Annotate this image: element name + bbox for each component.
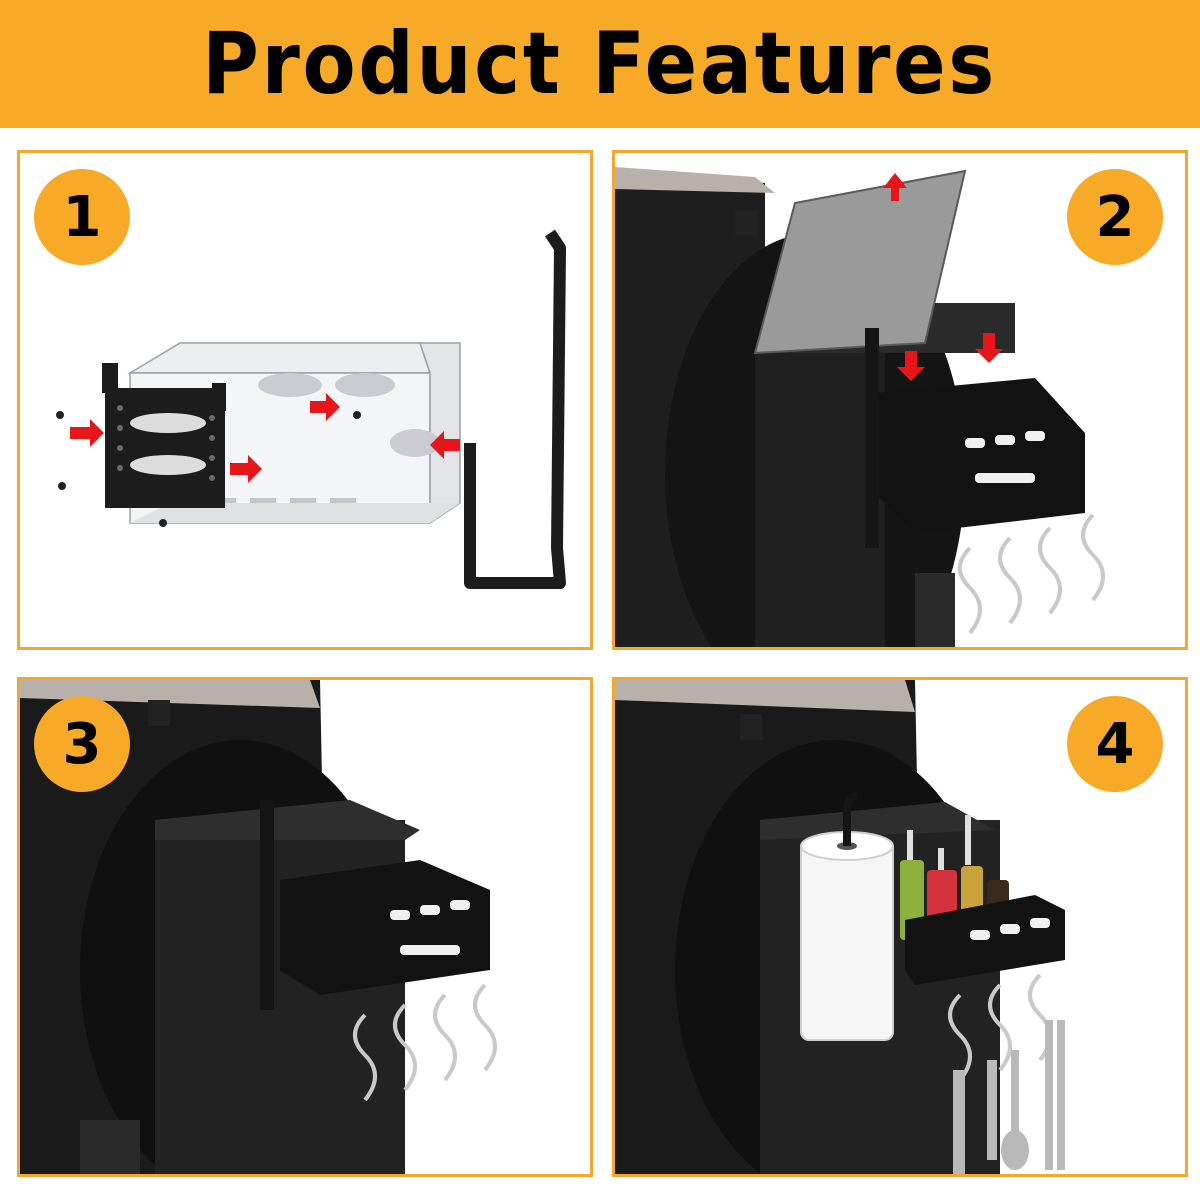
step-panel-1: 1 xyxy=(17,150,593,650)
step-number-badge: 2 xyxy=(1067,169,1163,265)
page-title: Product Features xyxy=(202,14,998,114)
step-number-badge: 4 xyxy=(1067,696,1163,792)
step-panel-2: 2 xyxy=(612,150,1188,650)
step-panel-4: 4 xyxy=(612,677,1188,1177)
step-panel-3: 3 xyxy=(17,677,593,1177)
lid-closed-image xyxy=(20,680,590,1174)
step-number-badge: 3 xyxy=(34,696,130,792)
header-banner: Product Features xyxy=(0,0,1200,128)
step-number-badge: 1 xyxy=(34,169,130,265)
lid-install-image xyxy=(615,153,1185,647)
assembly-diagram-image xyxy=(56,229,566,589)
